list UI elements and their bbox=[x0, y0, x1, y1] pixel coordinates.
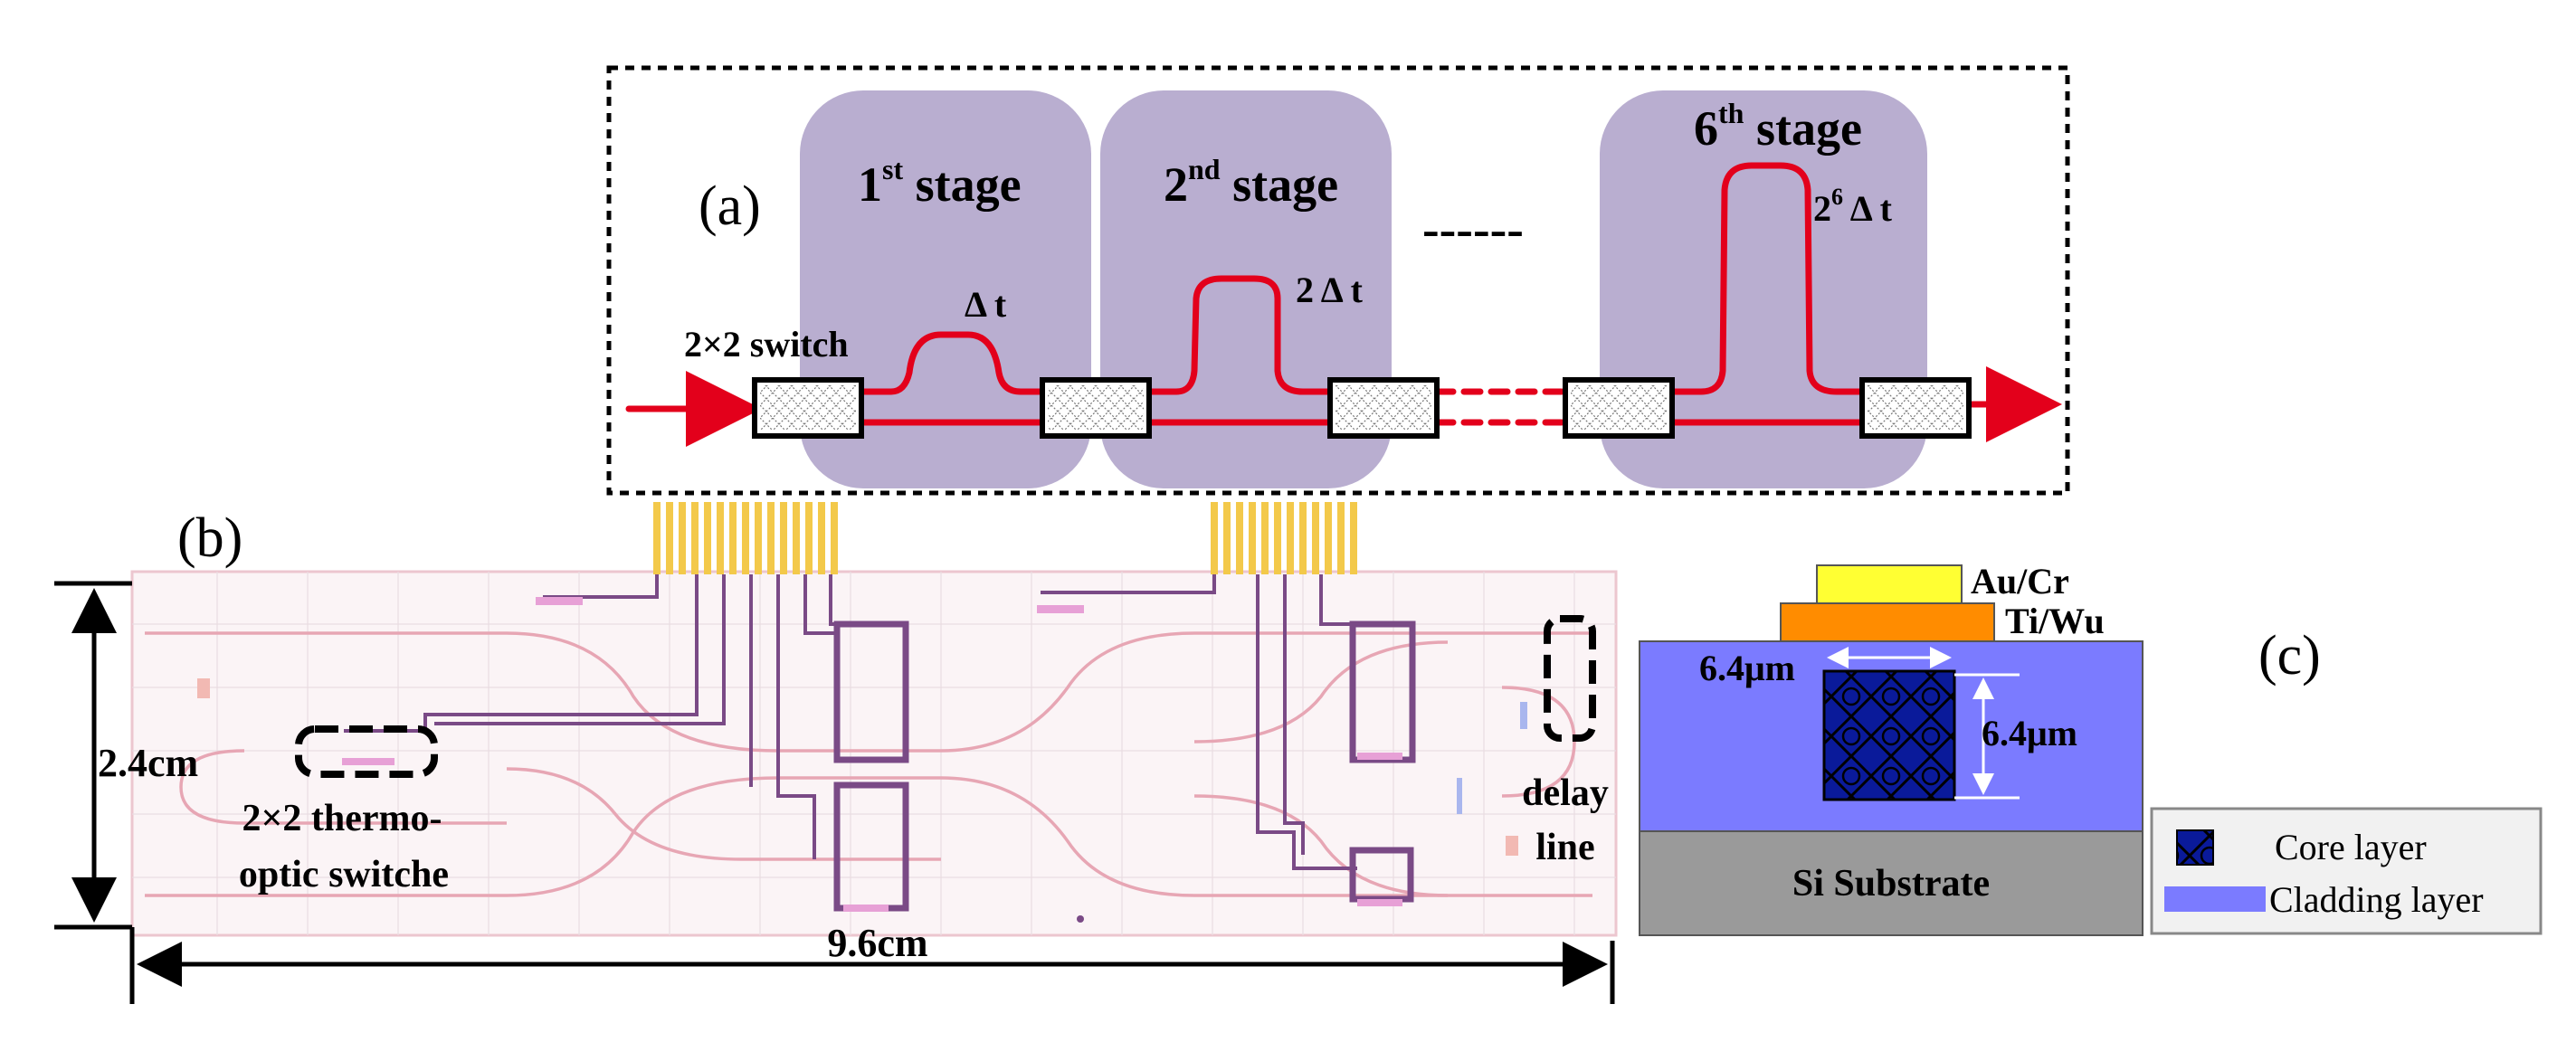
switch-5 bbox=[1859, 377, 1972, 439]
substrate-label: Si Substrate bbox=[1792, 863, 1990, 905]
delay-label-line1: delay bbox=[1522, 772, 1609, 814]
ellipsis: ------ bbox=[1422, 202, 1524, 258]
au-cr-label: Au/Cr bbox=[1971, 561, 2069, 602]
switch-1 bbox=[752, 377, 864, 439]
legend-cladding-label: Cladding layer bbox=[2269, 879, 2484, 920]
gold-pads-left bbox=[653, 502, 838, 574]
switch-highlight-box bbox=[295, 725, 438, 778]
width-dimension bbox=[129, 927, 1615, 1004]
ti-wu-layer bbox=[1780, 602, 1995, 642]
ti-wu-label: Ti/Wu bbox=[2005, 601, 2105, 641]
width-dimension-label: 9.6cm bbox=[827, 921, 927, 965]
panel-a: (a) 2×2 switch ------ 1st stage 2nd stag… bbox=[606, 65, 2070, 496]
legend-cladding-swatch bbox=[2164, 886, 2266, 912]
panel-b: (b) bbox=[54, 502, 1618, 1004]
core-width-label: 6.4μm bbox=[1699, 648, 1795, 688]
switch-label: 2×2 switch bbox=[684, 324, 849, 365]
stage-1-title: 1st stage bbox=[858, 153, 1022, 212]
panel-c: Au/Cr Ti/Wu 6.4μm 6.4μm Si Substrate (c)… bbox=[1639, 561, 2543, 936]
delay-2-label: 2 Δ t bbox=[1296, 270, 1364, 310]
delay-arm-1 bbox=[854, 331, 1044, 395]
au-cr-layer bbox=[1816, 564, 1963, 604]
legend-box bbox=[2150, 807, 2543, 935]
si-substrate bbox=[1639, 830, 2143, 936]
delay-arm-2 bbox=[1144, 275, 1332, 395]
legend-core-label: Core layer bbox=[2275, 827, 2427, 867]
delay-6-label: 26 Δ t bbox=[1813, 184, 1893, 229]
panel-a-label: (a) bbox=[699, 175, 761, 237]
switch-label-line1: 2×2 thermo- bbox=[242, 798, 442, 839]
delay-label-line2: line bbox=[1535, 827, 1594, 868]
gold-pads-right bbox=[1211, 502, 1357, 574]
panel-b-label: (b) bbox=[177, 507, 242, 569]
delay-arm-6 bbox=[1668, 162, 1866, 395]
small-markers bbox=[197, 678, 1527, 923]
height-dimension bbox=[54, 581, 132, 930]
stage-6-title: 6th stage bbox=[1694, 97, 1862, 156]
core-height-label: 6.4μm bbox=[1982, 713, 2077, 753]
delay-line-highlight-box bbox=[1544, 615, 1596, 742]
panel-c-label: (c) bbox=[2258, 625, 2321, 687]
switch-4 bbox=[1563, 377, 1675, 439]
stage-2-title: 2nd stage bbox=[1164, 153, 1338, 212]
delay-1-label: Δ t bbox=[965, 284, 1007, 325]
panel-a-frame bbox=[606, 65, 2070, 496]
heater-pads bbox=[342, 597, 1402, 912]
legend: Core layer Cladding layer bbox=[2150, 807, 2543, 935]
core-layer bbox=[1822, 669, 1956, 801]
waveguides bbox=[625, 162, 2062, 447]
switch-label-line2: optic switche bbox=[239, 854, 449, 895]
switch-3 bbox=[1327, 377, 1440, 439]
legend-core-swatch bbox=[2176, 829, 2214, 866]
height-dimension-label: 2.4cm bbox=[98, 741, 198, 785]
switch-2 bbox=[1040, 377, 1152, 439]
